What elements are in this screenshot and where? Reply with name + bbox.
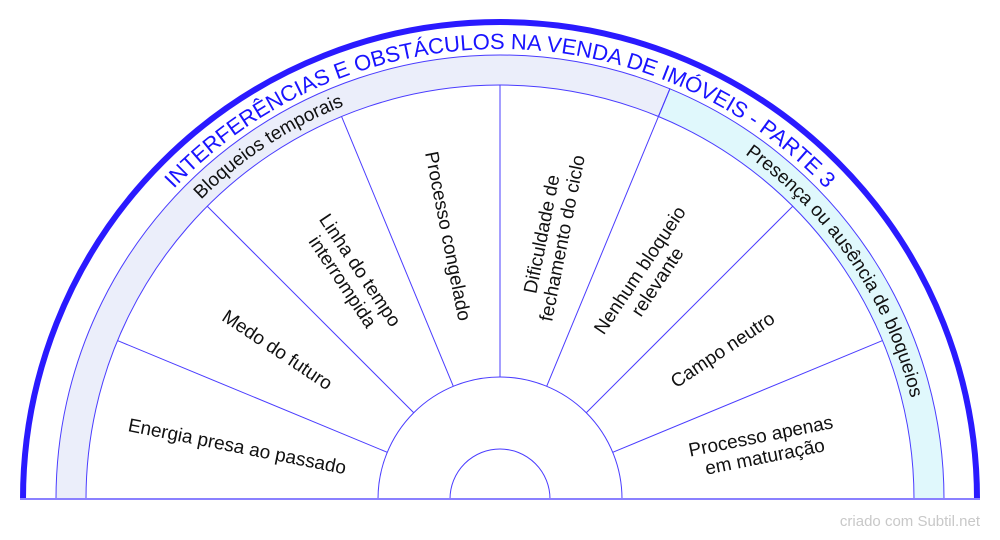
sector-label: Dificuldade defechamento do ciclo xyxy=(516,149,590,323)
sector-divider xyxy=(546,116,659,387)
inner-circle xyxy=(377,376,623,500)
sector-label: Processo apenasem maturação xyxy=(687,412,839,482)
sector-divider xyxy=(585,205,794,414)
sector-label-line: Medo do futuro xyxy=(218,306,336,394)
sector-divider xyxy=(206,205,415,414)
center-circle xyxy=(449,448,551,500)
group-divider xyxy=(657,88,671,117)
sector-label: Medo do futuro xyxy=(218,306,336,394)
sector-divider xyxy=(341,116,454,387)
sector-label-line: Processo congelado xyxy=(420,150,474,323)
sector-label: Nenhum bloqueiorelevante xyxy=(590,203,708,350)
sector-label-line: Energia presa ao passado xyxy=(126,415,348,479)
sector-divider xyxy=(117,340,388,453)
sector-divider xyxy=(612,340,883,453)
sector-label: Campo neutro xyxy=(667,308,779,392)
sector-label: Energia presa ao passado xyxy=(126,415,348,479)
sector-label: Processo congelado xyxy=(420,150,474,323)
sector-label-line: Campo neutro xyxy=(667,308,779,392)
outer-arc xyxy=(20,19,980,500)
footer-credit: criado com Subtil.net xyxy=(839,513,980,530)
